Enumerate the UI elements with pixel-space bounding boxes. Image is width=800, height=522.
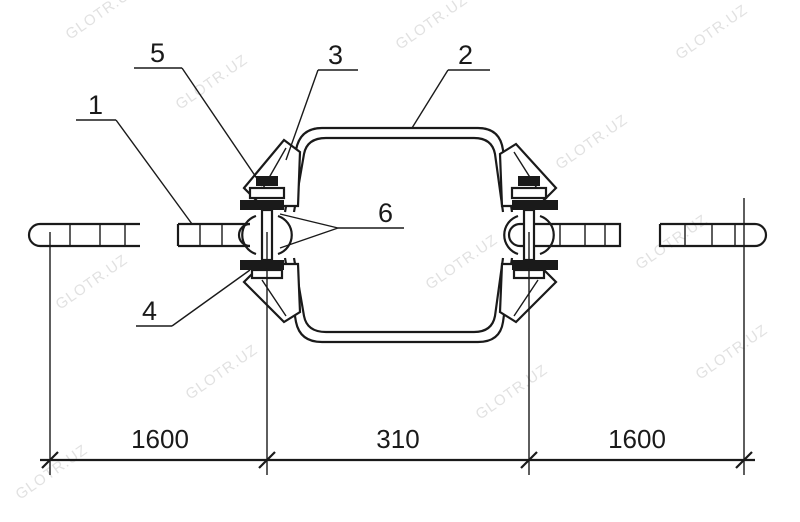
right-outer-strip bbox=[658, 222, 768, 248]
callout-3: 3 bbox=[328, 40, 343, 70]
watermark: GLOTR.UZ bbox=[183, 341, 261, 403]
watermark: GLOTR.UZ bbox=[633, 211, 711, 273]
callout-5: 5 bbox=[150, 38, 165, 68]
watermark: GLOTR.UZ bbox=[473, 361, 551, 423]
watermark: GLOTR.UZ bbox=[673, 1, 751, 63]
callout-4: 4 bbox=[142, 296, 157, 326]
watermark: GLOTR.UZ bbox=[173, 51, 251, 113]
dimension-line bbox=[40, 451, 755, 469]
right-inner-strip bbox=[507, 222, 622, 248]
watermark: GLOTR.UZ bbox=[693, 321, 771, 383]
watermark: GLOTR.UZ bbox=[423, 231, 501, 293]
dimension-extension-lines bbox=[49, 198, 745, 475]
leader-lines bbox=[76, 67, 490, 327]
callout-6: 6 bbox=[378, 198, 393, 228]
dimension-middle: 310 bbox=[376, 424, 419, 454]
dimension-right: 1600 bbox=[608, 424, 666, 454]
watermark: GLOTR.UZ bbox=[13, 441, 91, 503]
central-frame bbox=[283, 126, 514, 344]
callout-2: 2 bbox=[458, 40, 473, 70]
dimension-left: 1600 bbox=[131, 424, 189, 454]
left-outer-strip bbox=[27, 222, 140, 248]
callout-1: 1 bbox=[88, 90, 103, 120]
watermark: GLOTR.UZ bbox=[53, 251, 131, 313]
watermark: GLOTR.UZ bbox=[553, 111, 631, 173]
watermark: GLOTR.UZ bbox=[63, 0, 141, 43]
left-inner-strip bbox=[176, 222, 251, 248]
